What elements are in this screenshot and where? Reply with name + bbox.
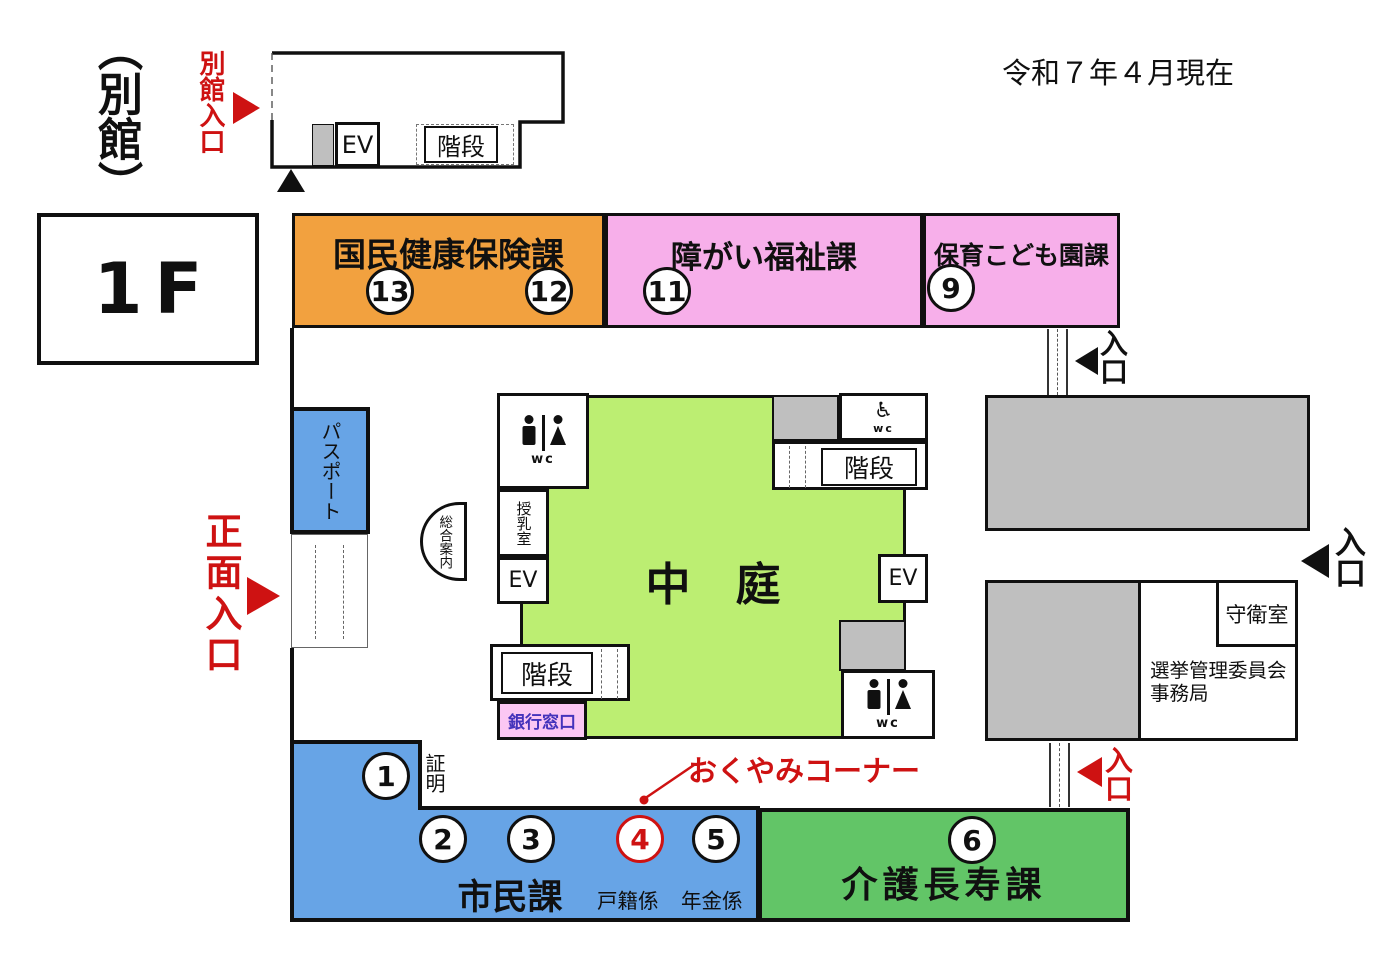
passage-line xyxy=(1059,743,1060,807)
stair-line xyxy=(789,446,790,488)
dept-childcare-name: 保育こども園課 xyxy=(933,241,1109,270)
gray-building-upper xyxy=(985,395,1310,531)
election-office-line2: 事務局 xyxy=(1150,682,1209,706)
guard-room: 守衛室 xyxy=(1216,580,1298,647)
annex-elevator: EV xyxy=(335,122,380,167)
annex-entrance-arrow-icon xyxy=(233,92,260,124)
restroom-southeast: wc xyxy=(841,670,935,739)
wc-label: wc xyxy=(531,452,555,467)
stairs-southwest-label: 階段 xyxy=(501,652,593,694)
stair-line xyxy=(601,649,602,699)
pension-label: 年金係 xyxy=(681,889,743,913)
annex-up-marker-icon xyxy=(277,169,305,192)
passport-label: パスポート xyxy=(318,420,342,521)
male-icon xyxy=(866,679,882,710)
okuyami-leader-dot xyxy=(639,795,649,805)
divider xyxy=(541,415,545,451)
passage-line xyxy=(1047,329,1049,395)
passage-line xyxy=(1066,329,1068,395)
wc-label: wc xyxy=(873,421,894,435)
north-entrance-label: 入口 xyxy=(1096,329,1129,385)
stairs-northeast-label: 階段 xyxy=(821,448,917,486)
annex-gray-block xyxy=(312,124,334,166)
passage-line xyxy=(1049,743,1051,807)
bank-counter: 銀行窓口 xyxy=(497,701,587,740)
gray-block-southeast xyxy=(839,620,906,671)
counter-13: 13 xyxy=(366,267,414,315)
wc-label: wc xyxy=(876,715,900,731)
counter-6: 6 xyxy=(948,816,996,864)
counter-12: 12 xyxy=(525,267,573,315)
accessible-restroom: ♿ wc xyxy=(839,393,928,441)
family-register-label: 戸籍係 xyxy=(597,889,659,913)
floor-label: 1F xyxy=(93,248,215,330)
elevator-west: EV xyxy=(497,557,549,604)
counter-3: 3 xyxy=(507,815,555,863)
stair-line xyxy=(617,649,618,699)
elevator-east: EV xyxy=(878,554,928,603)
counter-4-okuyami: 4 xyxy=(616,815,664,863)
female-icon xyxy=(550,415,566,446)
dept-disability-name: 障がい福祉課 xyxy=(671,240,857,276)
female-icon xyxy=(895,679,911,710)
bank-counter-label: 銀行窓口 xyxy=(508,713,576,733)
okuyami-corner-label: おくやみコーナー xyxy=(688,754,921,788)
counter-2: 2 xyxy=(419,815,467,863)
information-label: 総合案内 xyxy=(436,514,453,569)
dept-care-name: 介護長寿課 xyxy=(841,865,1047,906)
restroom-northwest: wc xyxy=(497,393,589,489)
nursing-room: 授乳室 xyxy=(497,489,549,557)
floor-label-box: 1F xyxy=(37,213,259,365)
election-office-line1: 選挙管理委員会 xyxy=(1150,659,1287,682)
nursing-room-label: 授乳室 xyxy=(514,500,533,546)
east-entrance-arrow-icon xyxy=(1301,544,1329,578)
counter-5: 5 xyxy=(692,815,740,863)
south-entrance-label: 入口 xyxy=(1101,746,1134,802)
main-entrance-arrow-icon xyxy=(247,577,280,615)
dept-insurance-name: 国民健康保険課 xyxy=(333,235,564,274)
gray-block-lower xyxy=(985,580,1141,741)
annex-title: （別館） xyxy=(90,26,143,206)
wheelchair-icon: ♿ xyxy=(874,397,893,422)
stair-line xyxy=(805,446,806,488)
main-entrance-label: 正面入口 xyxy=(199,512,242,676)
passage-line xyxy=(1068,743,1070,807)
annex-entrance-label: 別館入口 xyxy=(195,50,225,154)
stairs-southwest: 階段 xyxy=(490,644,630,701)
counter-11: 11 xyxy=(643,267,691,315)
date-note: 令和７年４月現在 xyxy=(1002,56,1235,90)
divider xyxy=(886,678,890,715)
guard-room-label: 守衛室 xyxy=(1225,602,1289,627)
wall-left-lower xyxy=(290,648,294,744)
door-line xyxy=(315,545,316,639)
stairs-northeast: 階段 xyxy=(772,441,928,490)
counter-9: 9 xyxy=(927,264,975,312)
annex-stairs: 階段 xyxy=(424,126,498,163)
okuyami-leader-line xyxy=(643,763,695,801)
dept-care-block: 介護長寿課 xyxy=(758,808,1130,922)
east-entrance-label: 入口 xyxy=(1329,526,1365,588)
north-entrance-arrow-icon xyxy=(1075,347,1098,375)
passage-line xyxy=(1057,329,1058,395)
door-line xyxy=(343,545,344,639)
certificate-label: 証明 xyxy=(422,753,446,793)
gray-block-northeast xyxy=(772,395,839,441)
dept-citizens-name: 市民課 xyxy=(457,878,563,918)
male-icon xyxy=(521,415,537,446)
wall-left-upper xyxy=(290,328,294,407)
passport-counter: パスポート xyxy=(290,407,370,534)
main-entrance-vestibule xyxy=(291,534,368,648)
election-office-label: 選挙管理委員会 事務局 xyxy=(1150,659,1300,706)
south-entrance-arrow-icon xyxy=(1077,757,1102,787)
courtyard-label: 中 庭 xyxy=(645,558,781,611)
counter-1: 1 xyxy=(362,752,410,800)
